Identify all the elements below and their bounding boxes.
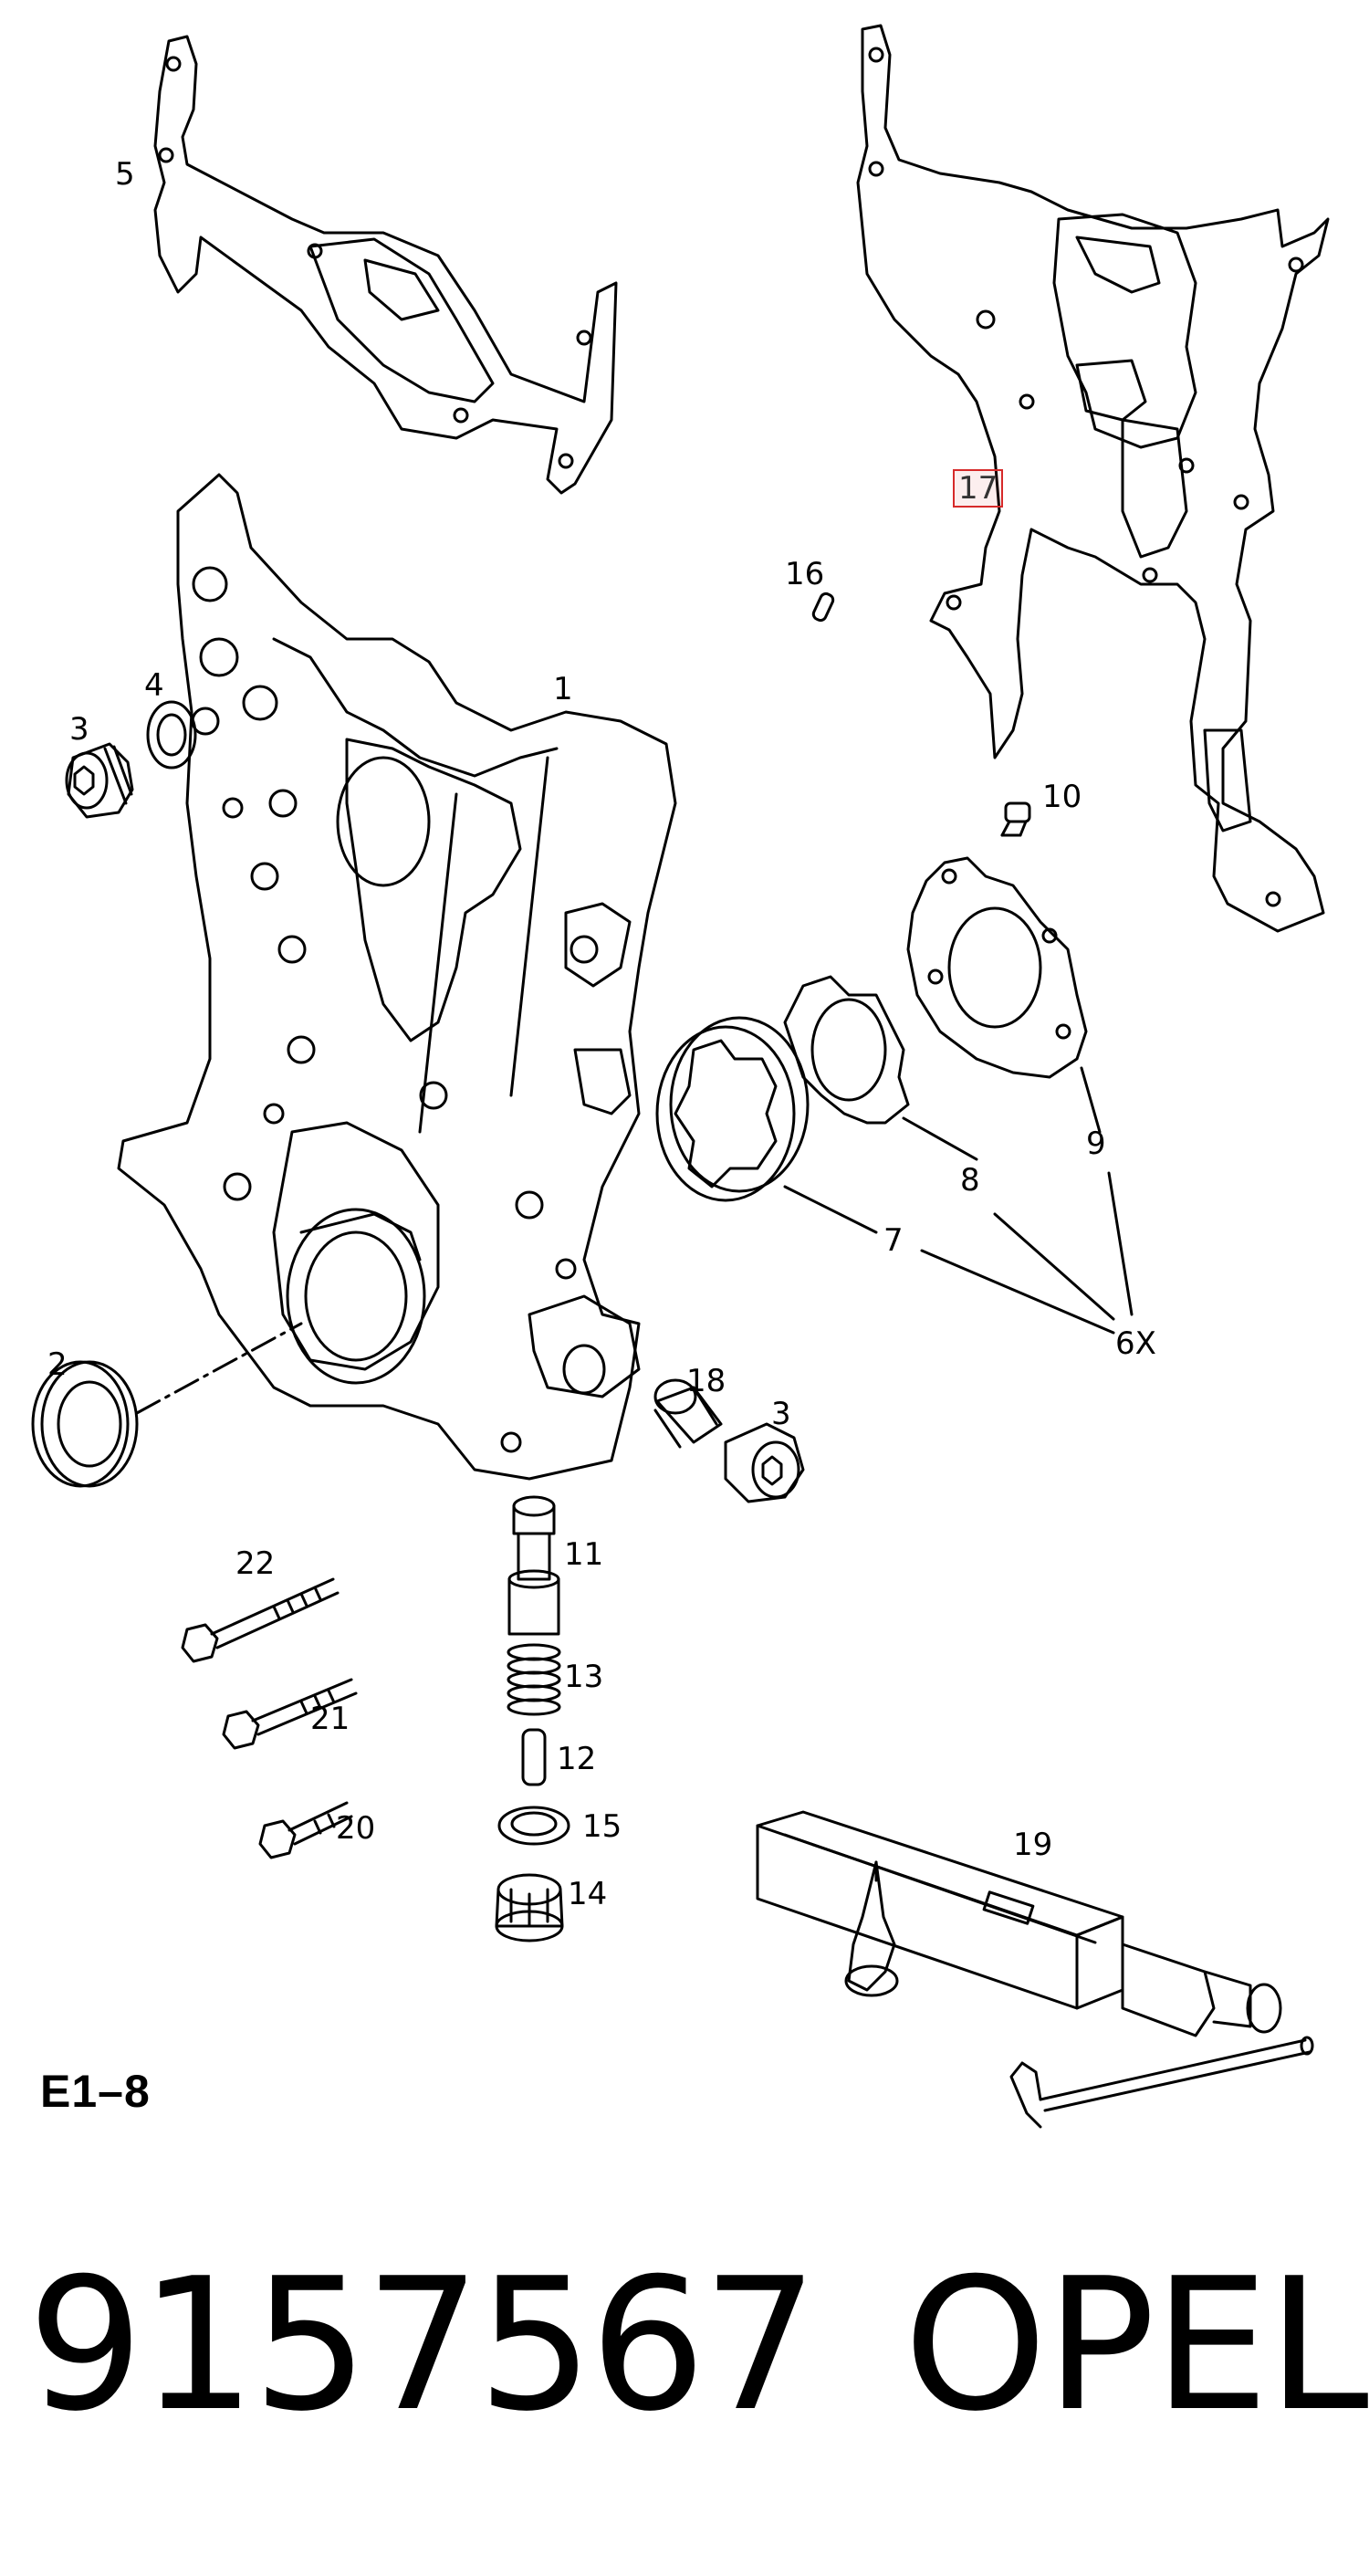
- spring-part-13: [508, 1645, 559, 1714]
- sleeve-part-18: [655, 1380, 721, 1447]
- pin-part-12: [523, 1730, 545, 1785]
- sealant-tube-part-19: [758, 1812, 1312, 2127]
- callout-1: 1: [553, 671, 573, 707]
- screw-part-10: [1002, 803, 1029, 835]
- callout-21: 21: [310, 1701, 350, 1737]
- callout-11: 11: [564, 1536, 604, 1573]
- callout-7: 7: [883, 1222, 904, 1259]
- callout-17-highlighted: 17: [952, 469, 1004, 508]
- plug-screw-part-3-left: [67, 744, 132, 817]
- callout-22: 22: [235, 1545, 276, 1582]
- callout-14: 14: [568, 1876, 608, 1912]
- callout-5: 5: [115, 156, 135, 193]
- bolt-part-21: [224, 1680, 356, 1748]
- inner-rotor-part-8: [785, 977, 908, 1123]
- timing-cover-part-1: [119, 475, 675, 1479]
- callout-4: 4: [144, 667, 164, 704]
- callout-2: 2: [47, 1346, 68, 1383]
- dowel-pin-part-16: [811, 592, 834, 622]
- callout-3-left: 3: [69, 711, 89, 748]
- callout-3-right: 3: [771, 1396, 791, 1432]
- plug-screw-part-3-right: [726, 1424, 803, 1502]
- callout-19: 19: [1013, 1827, 1053, 1863]
- callout-6x: 6X: [1115, 1325, 1156, 1362]
- callout-20: 20: [336, 1810, 376, 1847]
- callout-18: 18: [686, 1363, 726, 1399]
- plug-part-14: [496, 1875, 562, 1941]
- callout-9: 9: [1086, 1126, 1106, 1162]
- brand-name: OPEL: [904, 2239, 1369, 2452]
- crankshaft-seal-part-2: [33, 1362, 137, 1486]
- gasket-part-17: [858, 26, 1328, 931]
- callout-15: 15: [582, 1808, 622, 1845]
- callout-8: 8: [960, 1162, 980, 1199]
- callout-13: 13: [564, 1659, 604, 1695]
- callout-10: 10: [1042, 779, 1082, 815]
- callout-16: 16: [785, 556, 825, 592]
- bolt-part-20: [260, 1803, 351, 1858]
- pump-cover-part-9: [908, 858, 1086, 1077]
- page-reference: E1–8: [40, 2066, 151, 2117]
- seal-part-4: [148, 702, 195, 768]
- washer-part-15: [499, 1807, 569, 1844]
- part-number: 9157567: [27, 2239, 819, 2452]
- callout-12: 12: [557, 1741, 597, 1777]
- outer-rotor-part-7: [657, 1018, 808, 1200]
- gasket-part-5: [155, 37, 616, 493]
- piston-part-11: [509, 1497, 559, 1634]
- bolt-part-22: [183, 1579, 338, 1661]
